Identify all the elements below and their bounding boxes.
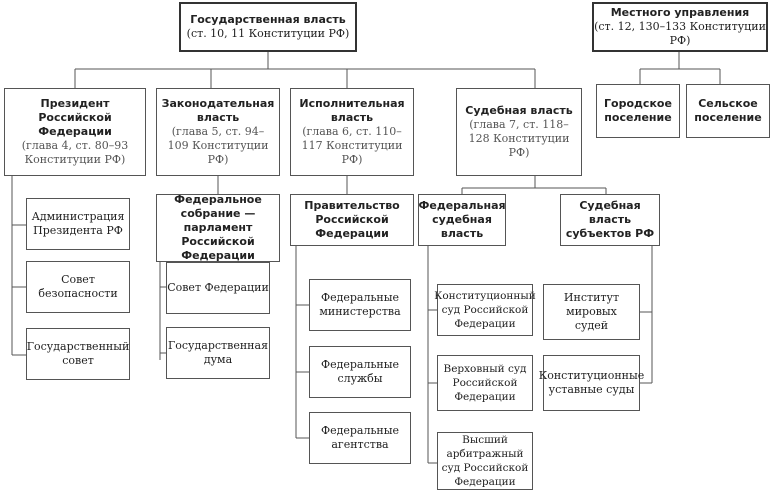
subject-judicial-label: Судебная власть субъектов РФ [565, 199, 655, 240]
president-ref: (глава 4, ст. 80–93 Конституции РФ) [21, 139, 129, 166]
local-government-box: Местного управления (ст. 12, 130–133 Кон… [592, 2, 768, 52]
charter-courts-label: Конституционные уставные суды [538, 369, 645, 396]
supreme-court-box: Верховный суд Российской Федерации [437, 355, 533, 411]
security-council-box: Совет безопасности [26, 261, 130, 313]
federal-services-box: Федеральные службы [309, 346, 411, 398]
presidential-administration-box: Администрация Президента РФ [26, 198, 130, 250]
federal-ministries-label: Федеральные министерства [319, 291, 401, 318]
judicial-title: Судебная власть [465, 104, 573, 117]
local-government-ref: (ст. 12, 130–133 Конституции РФ) [594, 20, 766, 47]
urban-settlement-box: Городское поселение [596, 84, 680, 138]
local-government-title: Местного управления [610, 6, 750, 19]
state-duma-box: Государственная дума [166, 327, 270, 379]
constitutional-court-box: Конституционный суд Российской Федерации [434, 284, 536, 336]
federal-services-label: Федеральные службы [320, 358, 400, 385]
justices-of-peace-box: Институт мировых судей [543, 284, 640, 340]
executive-title: Исполнительная власть [299, 97, 405, 124]
state-power-title: Государственная власть [190, 13, 346, 26]
state-power-ref: (ст. 10, 11 Конституции РФ) [186, 27, 350, 40]
federal-ministries-box: Федеральные министерства [309, 279, 411, 331]
president-title: Президент Российской Федерации [38, 97, 112, 138]
federal-agencies-label: Федеральные агентства [320, 424, 400, 451]
federal-agencies-box: Федеральные агентства [309, 412, 411, 464]
justices-of-peace-label: Институт мировых судей [563, 291, 620, 332]
president-box: Президент Российской Федерации (глава 4,… [4, 88, 146, 176]
rural-settlement-box: Сельское поселение [686, 84, 770, 138]
legislative-box: Законодательная власть (глава 5, ст. 94–… [156, 88, 280, 176]
rural-settlement-label: Сельское поселение [694, 97, 762, 124]
federal-assembly-label: Федеральное собрание — парламент Российс… [174, 193, 262, 262]
legislative-ref: (глава 5, ст. 94–109 Конституции РФ) [167, 125, 269, 166]
government-label: Правительство Российской Федерации [304, 199, 400, 240]
arbitration-court-label: Высший арбитражный суд Российской Федера… [441, 434, 529, 488]
arbitration-court-box: Высший арбитражный суд Российской Федера… [437, 432, 533, 490]
supreme-court-label: Верховный суд Российской Федерации [443, 363, 527, 403]
federal-judicial-box: Федеральная судебная власть [418, 194, 506, 246]
security-council-label: Совет безопасности [38, 273, 118, 300]
federation-council-label: Совет Федерации [167, 281, 269, 294]
executive-box: Исполнительная власть (глава 6, ст. 110–… [290, 88, 414, 176]
constitutional-court-label: Конституционный суд Российской Федерации [434, 290, 536, 330]
government-box: Правительство Российской Федерации [290, 194, 414, 246]
executive-ref: (глава 6, ст. 110–117 Конституции РФ) [301, 125, 403, 166]
state-council-box: Государственный совет [26, 328, 130, 380]
legislative-title: Законодательная власть [161, 97, 275, 124]
state-council-label: Государственный совет [26, 340, 130, 367]
urban-settlement-label: Городское поселение [604, 97, 672, 124]
presidential-administration-label: Администрация Президента РФ [31, 210, 125, 237]
subject-judicial-box: Судебная власть субъектов РФ [560, 194, 660, 246]
judicial-ref: (глава 7, ст. 118–128 Конституции РФ) [468, 118, 570, 159]
federal-judicial-label: Федеральная судебная власть [418, 199, 506, 240]
judicial-box: Судебная власть (глава 7, ст. 118–128 Ко… [456, 88, 582, 176]
state-power-box: Государственная власть (ст. 10, 11 Конст… [179, 2, 357, 52]
federal-assembly-box: Федеральное собрание — парламент Российс… [156, 193, 280, 262]
federation-council-box: Совет Федерации [166, 262, 270, 314]
state-duma-label: Государственная дума [167, 339, 269, 366]
charter-courts-box: Конституционные уставные суды [539, 355, 644, 411]
